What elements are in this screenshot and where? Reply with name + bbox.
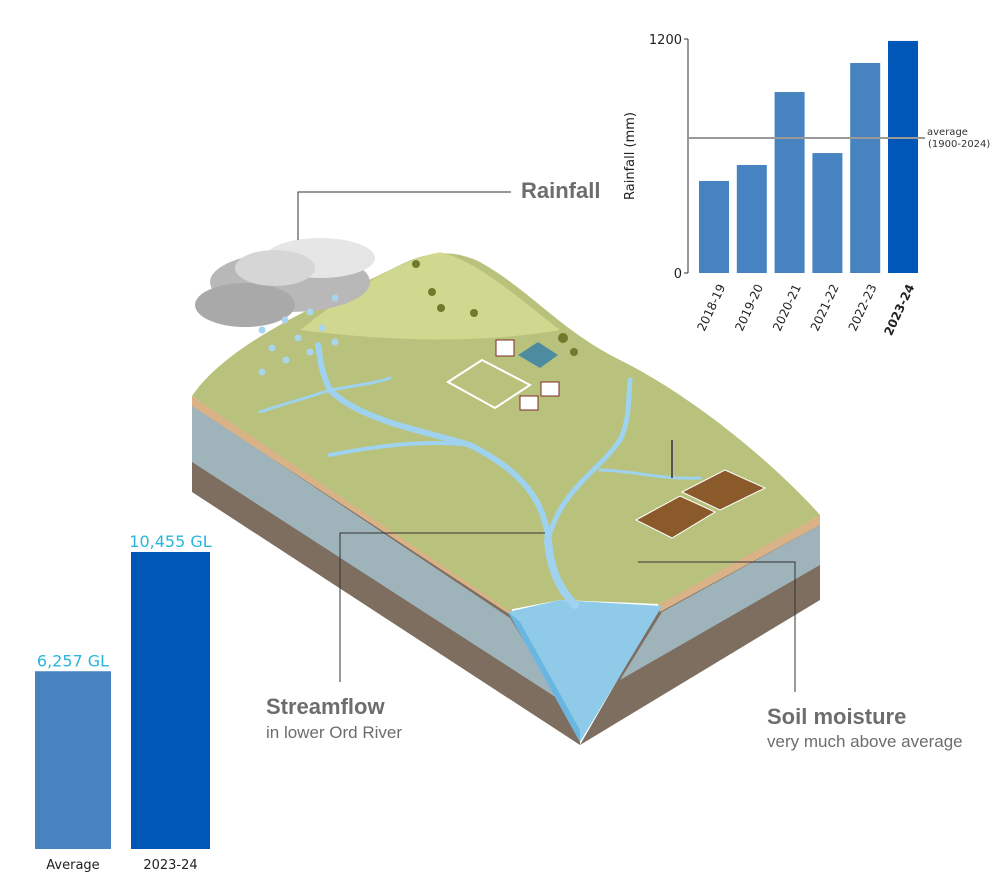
soil-moisture-label: Soil moisture — [767, 704, 907, 729]
bar-2019-20 — [736, 164, 767, 273]
bar-2021-22 — [812, 153, 843, 273]
rainfall-leader-line — [297, 191, 511, 240]
y-tick-label: 1200 — [649, 33, 682, 48]
paddock — [446, 358, 532, 410]
average-label: average — [927, 127, 968, 138]
house — [495, 339, 515, 357]
bar-2020-21 — [774, 92, 805, 273]
cloud-icon — [195, 238, 375, 327]
sand-layer-left — [192, 396, 512, 616]
raindrops — [258, 294, 339, 376]
average-period-label: (1900-2024) — [928, 139, 990, 150]
x-tick-label: 2023-24 — [881, 282, 917, 338]
hill — [300, 252, 560, 340]
river-network — [258, 342, 702, 609]
river-front — [508, 612, 580, 742]
soil-moisture-sublabel: very much above average — [767, 732, 963, 751]
streamflow-label: Streamflow — [266, 694, 385, 719]
aquifer-layer-right — [620, 525, 820, 680]
y-axis-label: Rainfall (mm) — [623, 112, 638, 200]
crop-field — [680, 469, 767, 511]
streamflow-sublabel: in lower Ord River — [266, 723, 403, 742]
house — [519, 395, 539, 411]
sand-layer-right — [658, 515, 820, 612]
trees — [412, 260, 578, 356]
x-tick-label: 2018-19 — [694, 282, 728, 333]
barn — [518, 342, 558, 368]
bar-2022-23 — [850, 62, 881, 273]
river-channel — [508, 600, 662, 742]
crop-field — [634, 495, 717, 539]
bar-2023-24 — [888, 40, 918, 274]
house — [540, 381, 560, 397]
bar-2018-19 — [699, 180, 729, 273]
x-tick-label: 2022-23 — [846, 282, 880, 333]
x-tick-label: 2019-20 — [732, 282, 766, 333]
soil-moisture-leader-line — [638, 561, 796, 692]
x-tick-label: 2021-22 — [808, 282, 842, 333]
aquifer-layer-left — [192, 405, 560, 700]
streamflow-leader-line — [339, 532, 545, 682]
rainfall-label: Rainfall — [521, 178, 601, 203]
y-tick-label: 0 — [674, 267, 682, 282]
x-tick-label: 2020-21 — [770, 282, 804, 333]
